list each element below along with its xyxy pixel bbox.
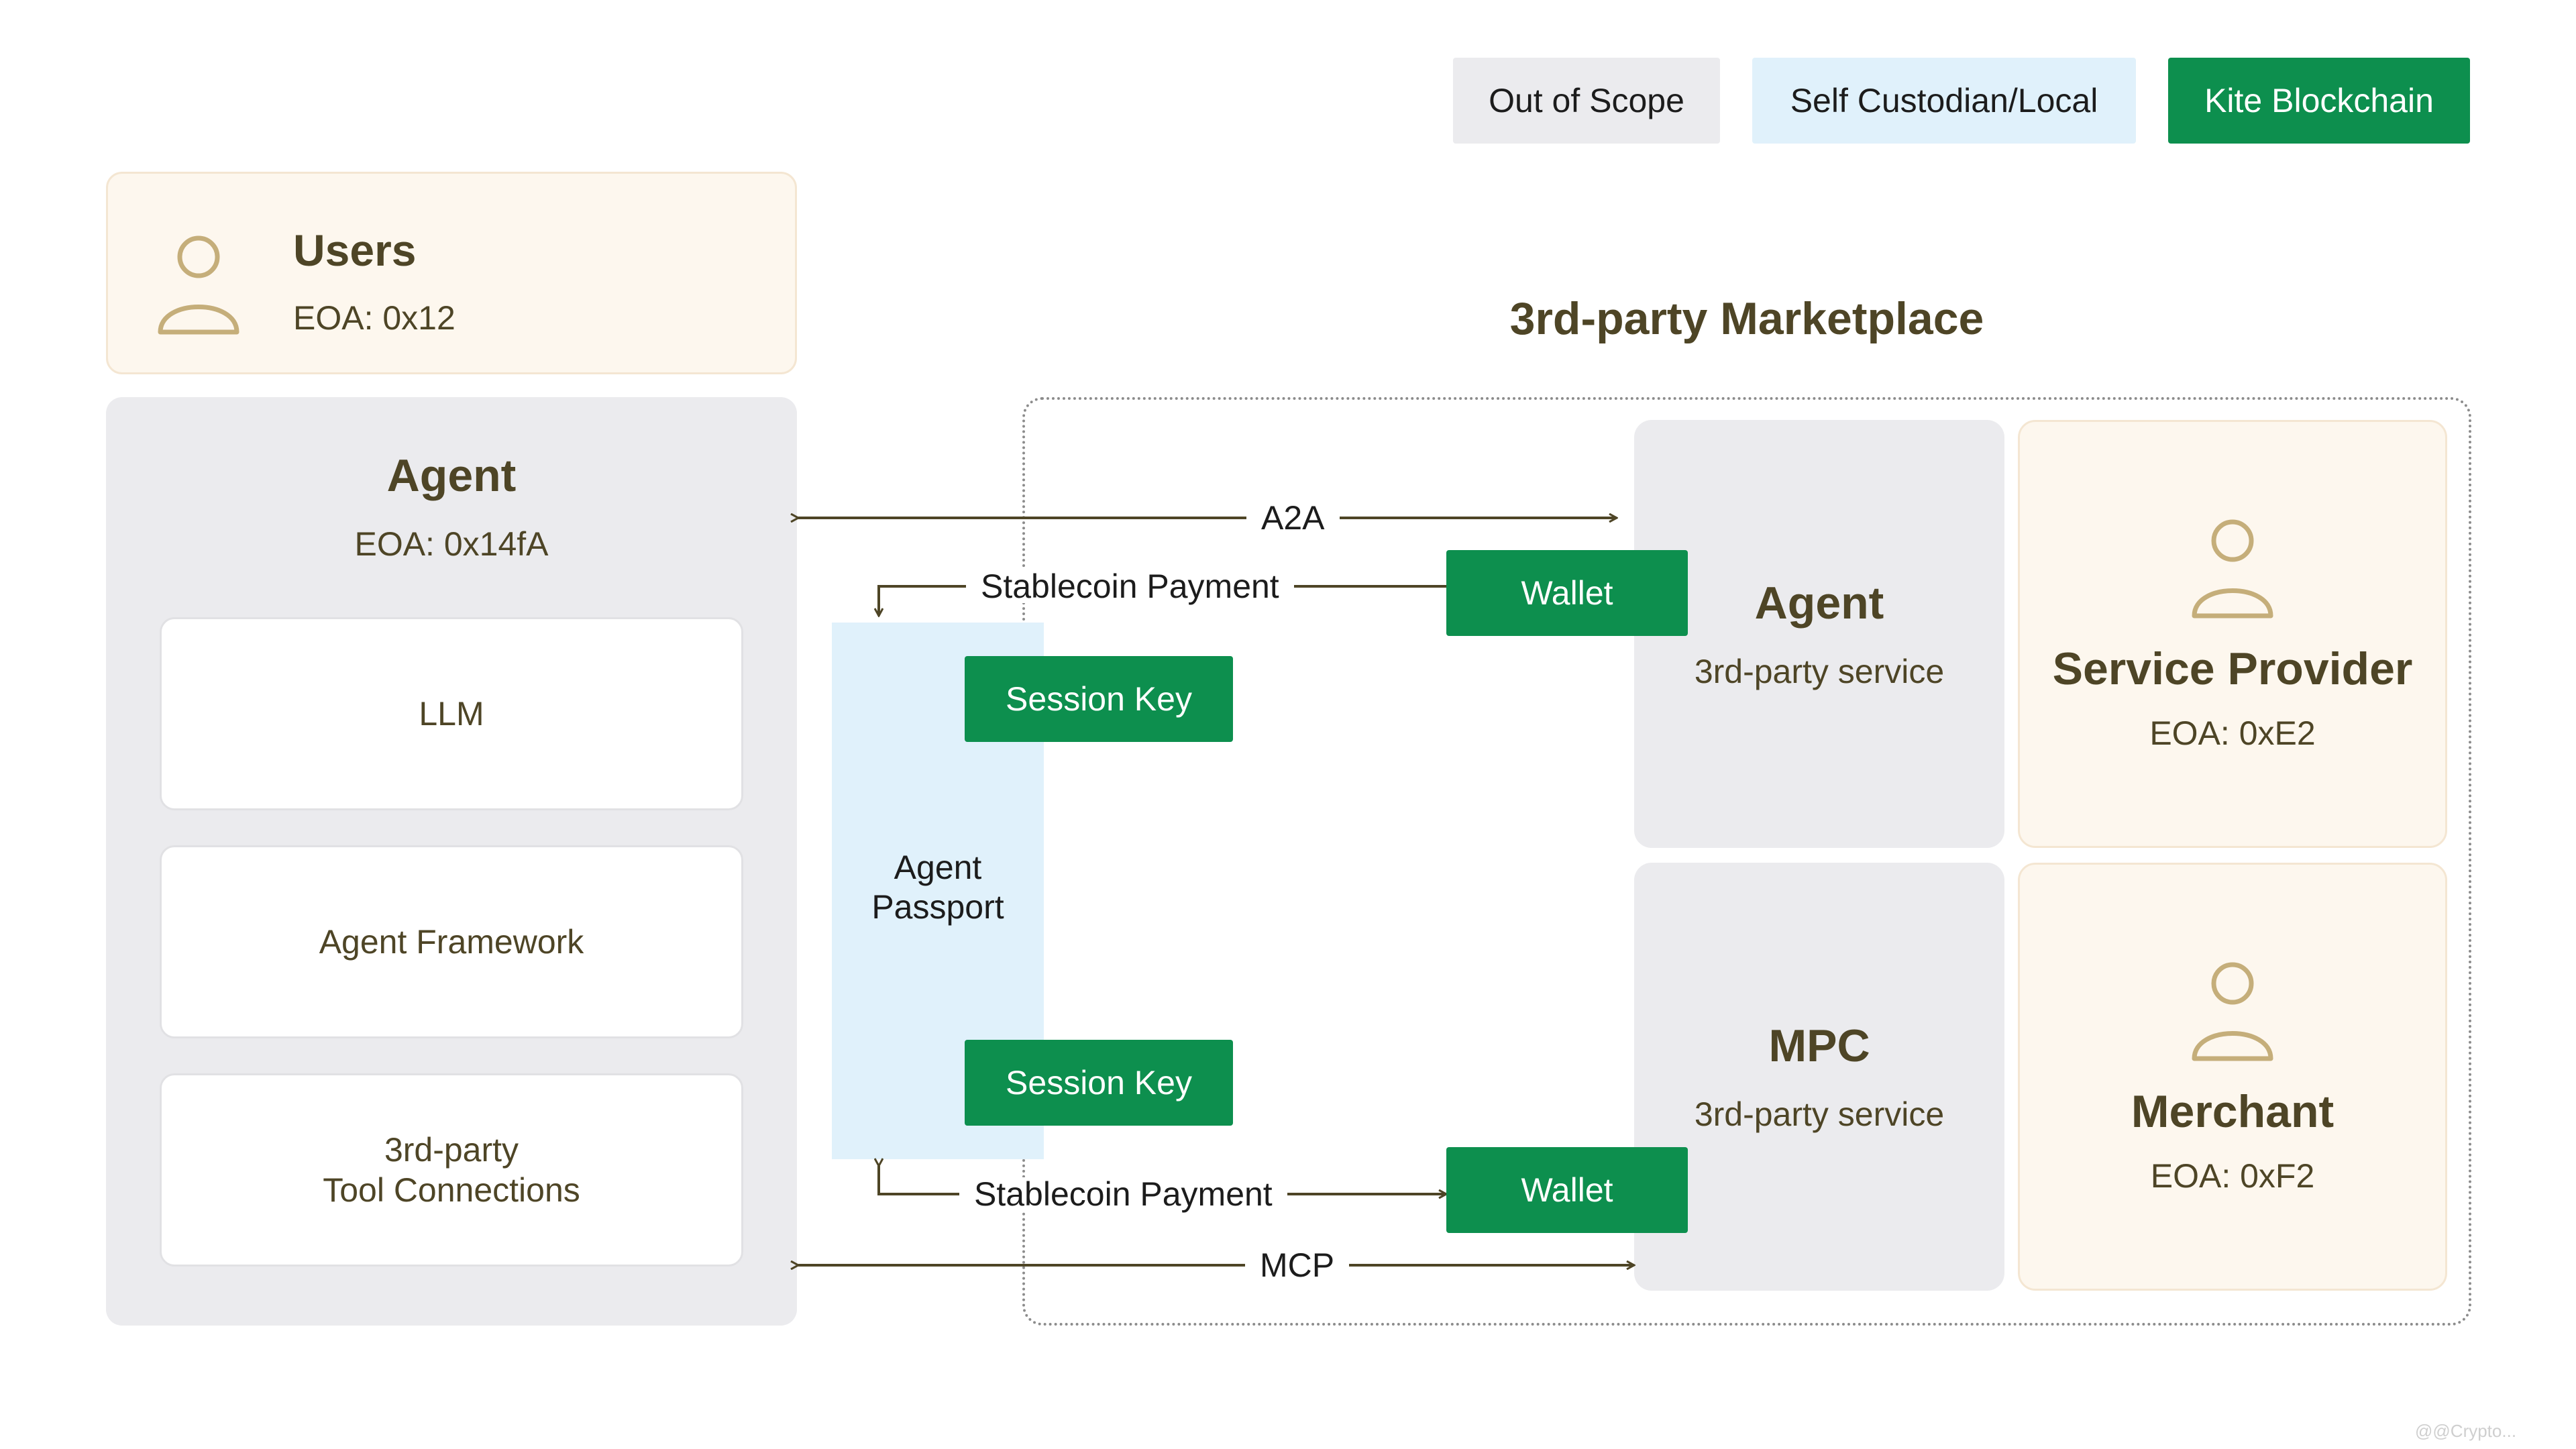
tool-connections-label-line1: 3rd-party (384, 1131, 519, 1169)
service-provider-title: Service Provider (2052, 643, 2413, 694)
service-provider-card: Service Provider EOA: 0xE2 (2018, 420, 2447, 848)
llm-card: LLM (160, 617, 743, 810)
wallet-top-label: Wallet (1521, 574, 1613, 612)
agent-service-subtitle: 3rd-party service (1694, 653, 1945, 690)
marketplace-title: 3rd-party Marketplace (1509, 293, 1984, 344)
legend-out-of-scope-label: Out of Scope (1489, 82, 1684, 119)
llm-label: LLM (419, 695, 484, 733)
users-card: Users EOA: 0x12 (106, 172, 797, 374)
users-title: Users (293, 225, 417, 275)
mpc-service-subtitle: 3rd-party service (1694, 1095, 1945, 1133)
mpc-service-card: MPC 3rd-party service (1634, 863, 2004, 1291)
session-key-bottom-label: Session Key (1006, 1064, 1192, 1102)
agent-title: Agent (386, 450, 517, 501)
agent-passport-label-line1: Agent (894, 849, 982, 886)
legend-kite-blockchain-label: Kite Blockchain (2204, 82, 2434, 119)
agent-passport-label: Agent Passport (832, 848, 1044, 927)
user-icon (158, 235, 239, 335)
payment-top-label: Stablecoin Payment (966, 570, 1294, 603)
legend-self-custodian-label: Self Custodian/Local (1790, 82, 2098, 119)
wallet-top: Wallet (1446, 550, 1688, 636)
legend-kite-blockchain: Kite Blockchain (2168, 58, 2470, 144)
merchant-title: Merchant (2131, 1086, 2334, 1137)
service-provider-eoa: EOA: 0xE2 (2149, 714, 2316, 752)
watermark: @@Crypto... (2415, 1421, 2517, 1441)
agent-passport-label-line2: Passport (871, 888, 1004, 926)
merchant-card: Merchant EOA: 0xF2 (2018, 863, 2447, 1291)
agent-eoa: EOA: 0x14fA (354, 525, 549, 563)
payment-bottom-label: Stablecoin Payment (959, 1177, 1287, 1211)
legend-out-of-scope: Out of Scope (1453, 58, 1720, 144)
session-key-top: Session Key (965, 656, 1233, 742)
session-key-top-label: Session Key (1006, 680, 1192, 718)
wallet-bottom-label: Wallet (1521, 1171, 1613, 1209)
agent-framework-card: Agent Framework (160, 845, 743, 1038)
user-icon (2192, 519, 2273, 619)
mpc-service-title: MPC (1768, 1020, 1870, 1071)
session-key-bottom: Session Key (965, 1040, 1233, 1126)
user-icon (2192, 962, 2273, 1061)
users-eoa: EOA: 0x12 (293, 299, 455, 337)
agent-service-title: Agent (1754, 578, 1884, 629)
agent-framework-label: Agent Framework (319, 923, 584, 961)
tool-connections-label-line2: Tool Connections (323, 1171, 580, 1209)
merchant-eoa: EOA: 0xF2 (2150, 1157, 2315, 1195)
agent-service-card: Agent 3rd-party service (1634, 420, 2004, 848)
wallet-bottom: Wallet (1446, 1147, 1688, 1233)
legend-self-custodian: Self Custodian/Local (1752, 58, 2136, 144)
mcp-label: MCP (1245, 1248, 1350, 1282)
a2a-label: A2A (1246, 501, 1340, 535)
tool-connections-card: 3rd-party Tool Connections (160, 1073, 743, 1267)
